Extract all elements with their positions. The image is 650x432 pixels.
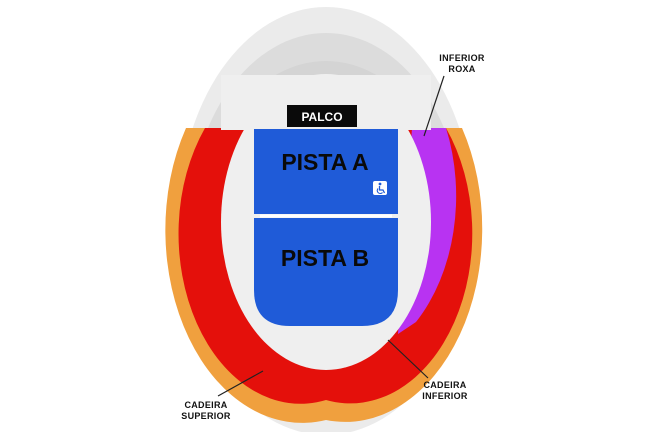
label-inferior-roxa-line1: INFERIOR — [439, 53, 485, 63]
label-cadeira-superior: CADEIRA SUPERIOR — [174, 400, 238, 422]
label-inferior-roxa-line2: ROXA — [448, 64, 476, 74]
label-cadeira-inferior-line1: CADEIRA — [423, 380, 467, 390]
stage-label: PALCO — [301, 110, 342, 124]
leader-line-cadeira-inferior — [387, 339, 429, 379]
pista-b-label: PISTA B — [281, 245, 369, 271]
sector-pista-a[interactable] — [254, 129, 398, 214]
label-inferior-roxa: INFERIOR ROXA — [432, 53, 492, 75]
stage — [287, 105, 357, 127]
label-cadeira-inferior-line2: INFERIOR — [422, 391, 468, 401]
label-cadeira-inferior: CADEIRA INFERIOR — [415, 380, 475, 402]
label-cadeira-superior-line1: CADEIRA — [184, 400, 228, 410]
leader-line-inferior-roxa — [423, 75, 445, 137]
leader-line-cadeira-superior — [217, 370, 264, 397]
wheelchair-icon — [373, 181, 387, 195]
sector-pista-b[interactable] — [254, 218, 398, 326]
pista-a-label: PISTA A — [281, 149, 368, 175]
label-cadeira-superior-line2: SUPERIOR — [181, 411, 231, 421]
